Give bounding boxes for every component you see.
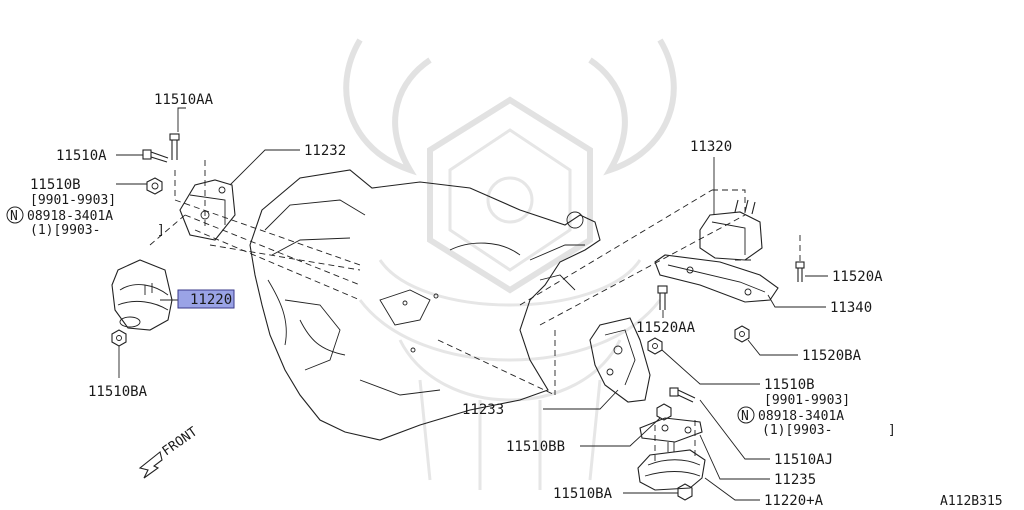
label-11510BA-left: 11510BA <box>88 384 148 400</box>
leader-lines <box>116 107 828 501</box>
engine-block <box>249 169 601 441</box>
nut-11520BA <box>734 325 750 343</box>
engine-bracket-left <box>179 179 236 241</box>
bolt-11510AJ <box>669 387 696 403</box>
bolt-11520AA <box>657 285 668 310</box>
label-range-left: [9901-9903] <box>30 193 116 208</box>
transmission-bracket-11233 <box>589 317 651 403</box>
label-qty-left-close: ] <box>157 223 165 238</box>
label-11232: 11232 <box>304 143 346 159</box>
label-08918-right: 08918-3401A <box>758 409 844 424</box>
label-08918-left: 08918-3401A <box>27 209 113 224</box>
nut-11510B-right <box>647 337 663 355</box>
mount-plate-11235 <box>639 417 703 443</box>
diagram-code: A112B315 <box>940 494 1003 509</box>
label-11320: 11320 <box>690 139 732 155</box>
n-marker-right: N <box>737 406 755 424</box>
nut-11510B-left <box>146 177 163 195</box>
label-qty-left: (1)[9903- <box>30 223 100 238</box>
label-11233: 11233 <box>462 402 504 418</box>
svg-text:N: N <box>10 209 18 224</box>
bolt-11510A <box>142 149 169 163</box>
svg-text:N: N <box>741 409 749 424</box>
nut-11510BA-bottom <box>677 483 693 501</box>
label-11235: 11235 <box>774 472 816 488</box>
bolt-11520A <box>795 261 805 282</box>
nut-11510BA-left <box>111 329 127 347</box>
front-label: FRONT <box>160 424 201 459</box>
label-qty-right: (1)[9903- <box>762 423 832 438</box>
highlight-11220 <box>177 289 235 309</box>
label-11510A: 11510A <box>56 148 107 164</box>
bolt-11510AA-left <box>169 133 180 160</box>
engine-mount-right <box>637 442 706 491</box>
label-11510AJ: 11510AJ <box>774 452 833 468</box>
label-11520AA: 11520AA <box>636 320 696 336</box>
label-11340: 11340 <box>830 300 872 316</box>
label-11520A: 11520A <box>832 269 883 285</box>
label-11220A: 11220+A <box>764 493 824 509</box>
front-arrow: FRONT <box>138 424 201 479</box>
label-11510BA-bottom: 11510BA <box>553 486 613 502</box>
label-range-right: [9901-9903] <box>764 393 850 408</box>
crossmember-11340 <box>654 254 779 303</box>
n-marker-left: N <box>6 206 24 224</box>
label-qty-right-close: ] <box>888 423 896 438</box>
engine-mount-left <box>111 259 173 331</box>
transmission-mount-11320 <box>699 199 763 261</box>
label-11510B-right: 11510B <box>764 377 815 393</box>
label-11510B-left: 11510B <box>30 177 81 193</box>
alignment-lines <box>149 160 801 465</box>
nut-11510BB <box>656 403 672 421</box>
watermark-emblem <box>343 38 677 490</box>
label-11510AA-top: 11510AA <box>154 92 214 108</box>
label-11520BA: 11520BA <box>802 348 862 364</box>
label-11220: 11220 <box>190 292 232 308</box>
label-11510BB: 11510BB <box>506 439 565 455</box>
